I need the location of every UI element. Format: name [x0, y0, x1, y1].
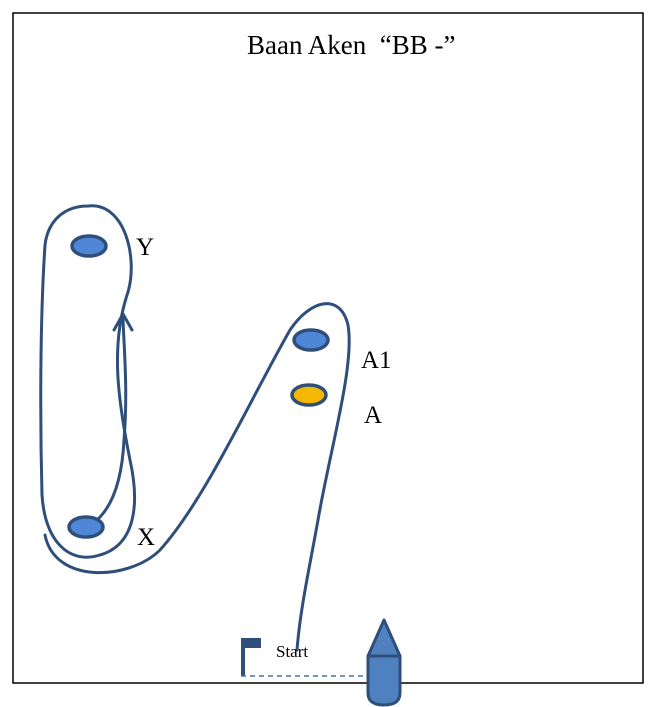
course-arrow-x-to-y	[90, 316, 128, 526]
label-y: Y	[136, 234, 154, 261]
diagram-frame	[12, 12, 644, 684]
start-label: Start	[276, 642, 308, 661]
course-paths	[39, 204, 351, 652]
label-a1: A1	[361, 347, 392, 374]
buoy-a	[290, 383, 328, 407]
committee-boat-icon	[366, 618, 402, 707]
start-flag-icon	[241, 638, 261, 676]
course-loop-y-x	[39, 204, 136, 559]
label-a: A	[364, 402, 382, 429]
course-title: Baan Aken “BB -”	[247, 30, 455, 60]
buoy-y	[70, 234, 108, 258]
buoy-x	[67, 515, 105, 539]
buoy-a1	[292, 328, 330, 352]
label-x: X	[137, 524, 155, 551]
course-leg-x-a1-start	[43, 302, 351, 652]
arrow-head-icon	[112, 312, 134, 332]
